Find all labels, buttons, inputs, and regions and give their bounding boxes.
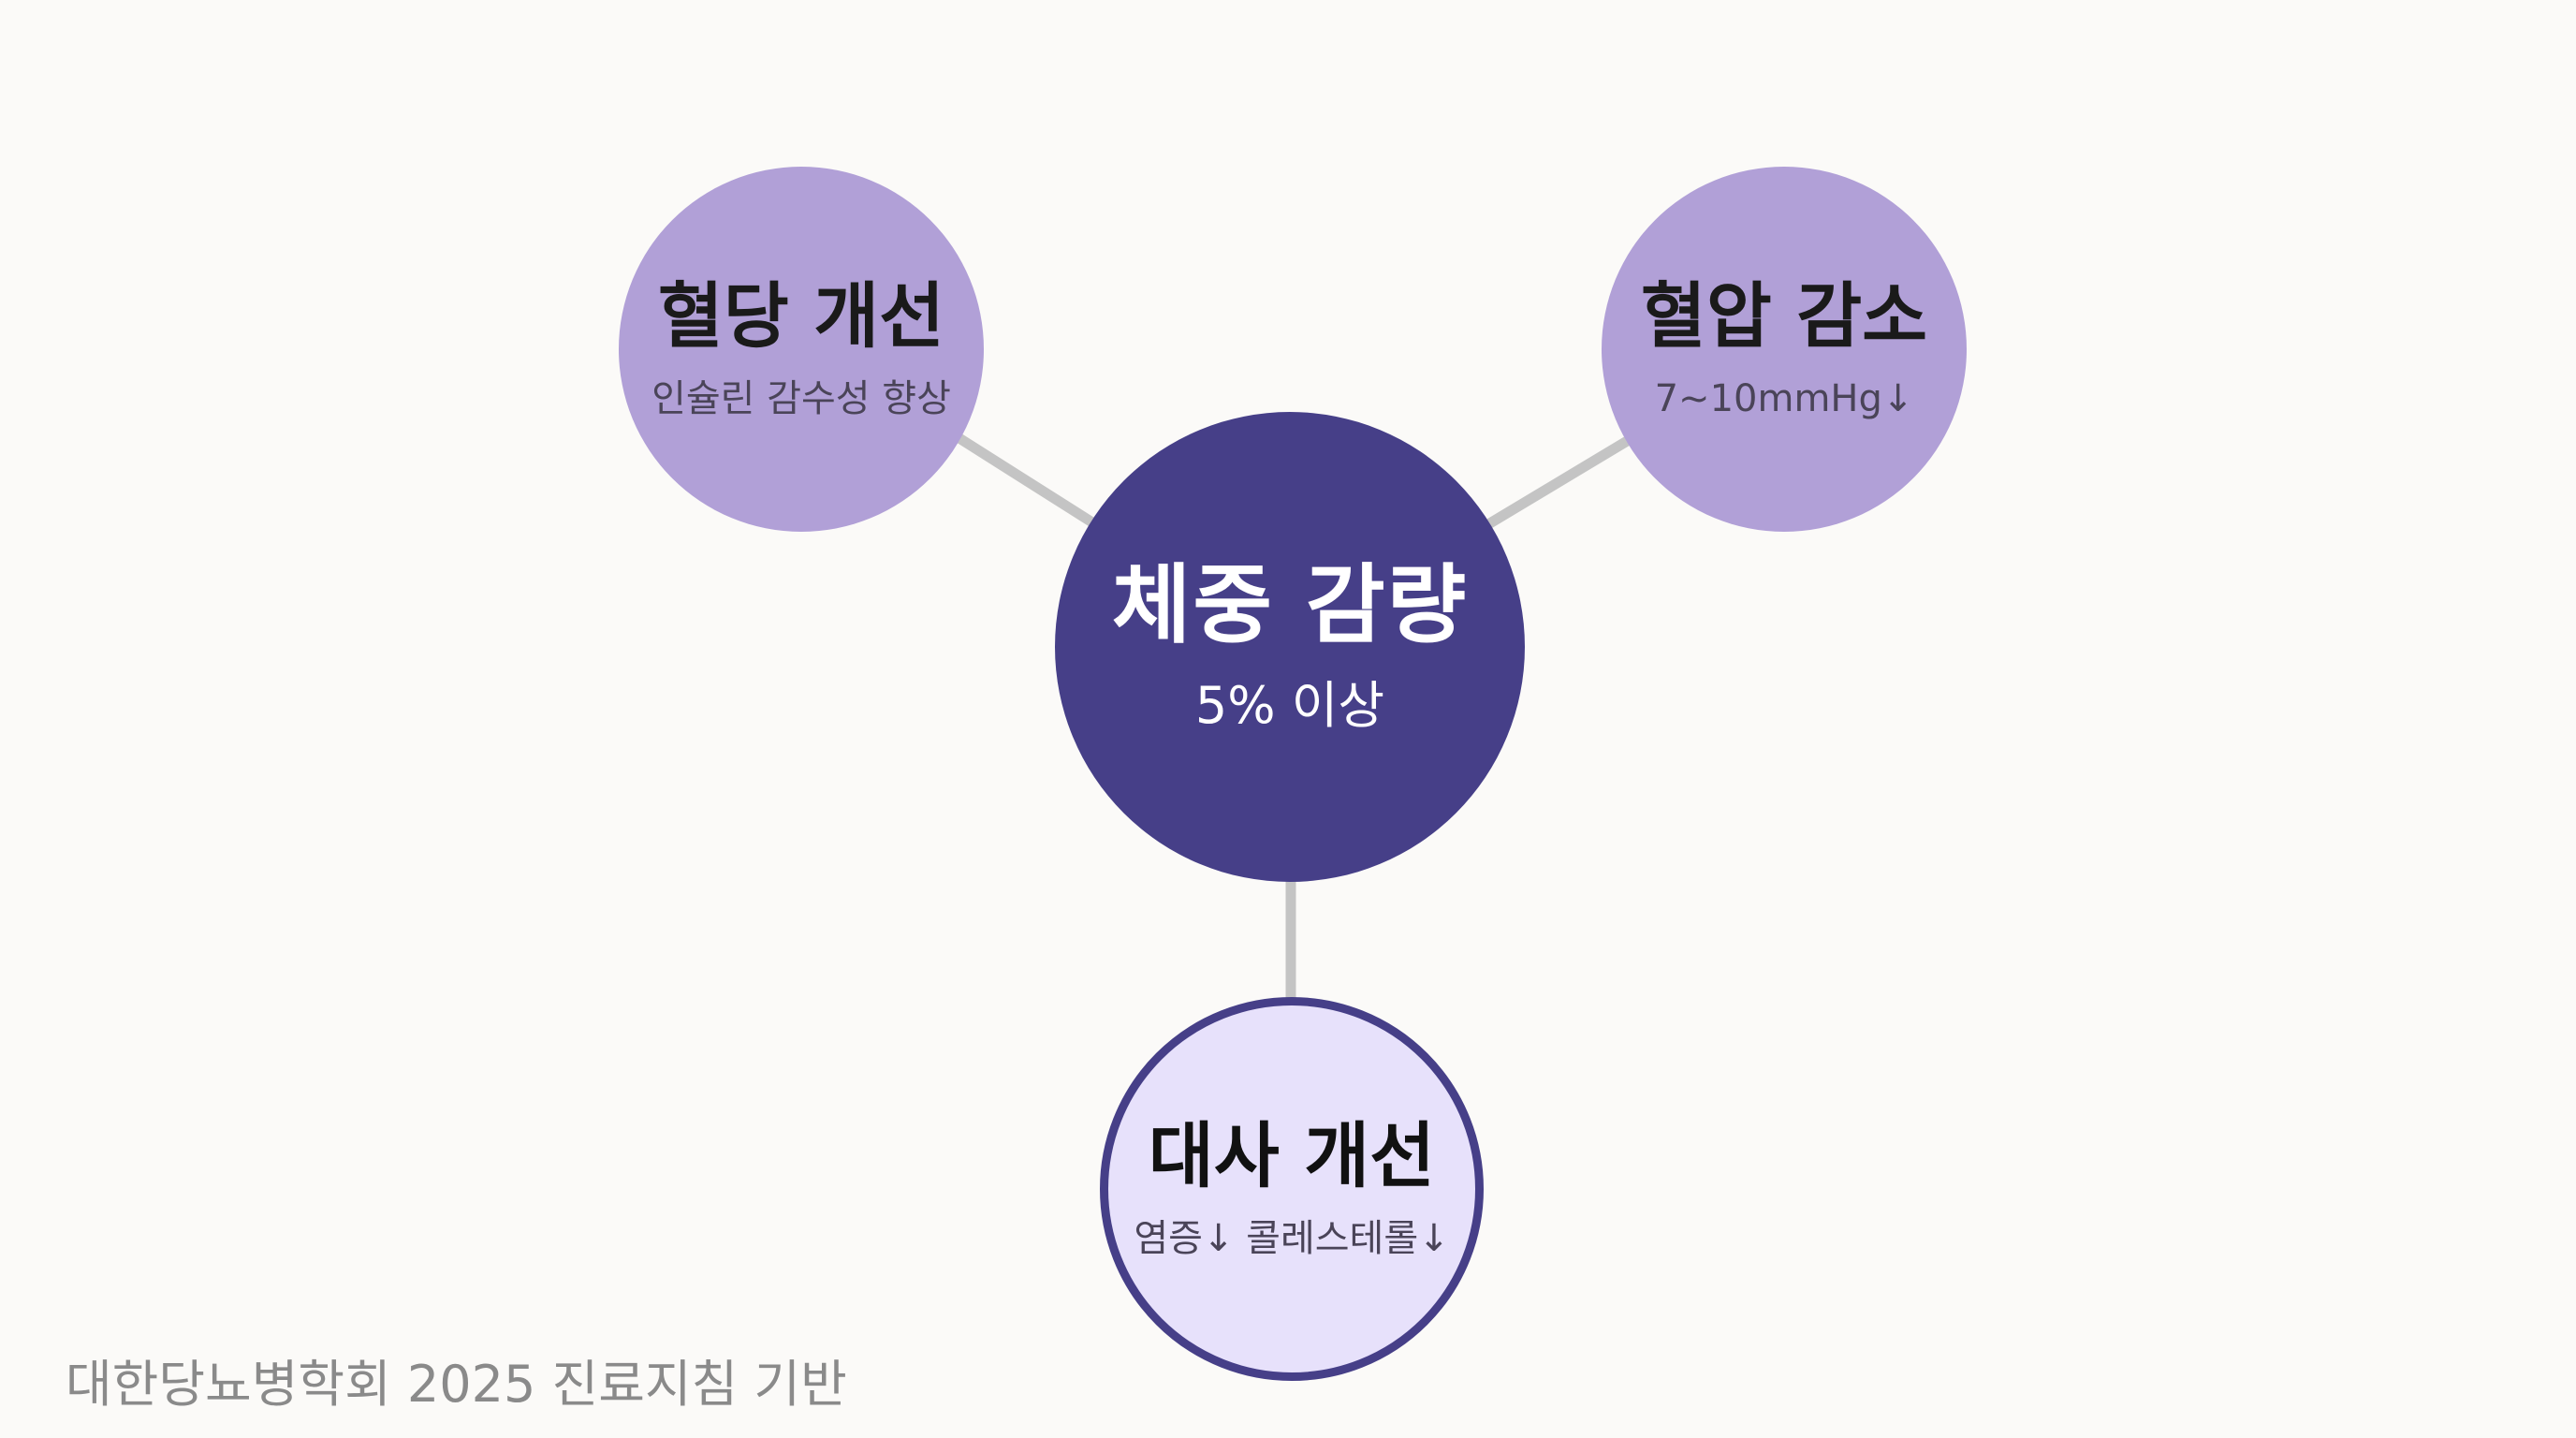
weight-loss-subtitle: 5% 이상 [1194,676,1385,735]
source-note: 대한당뇨병학회 2025 진료지침 기반 [66,1355,847,1414]
blood-pressure-node: 혈압 감소 7~10mmHg↓ [1602,167,1967,532]
metabolism-node: 대사 개선 염증↓ 콜레스테롤↓ [1100,997,1484,1381]
metabolism-subtitle: 염증↓ 콜레스테롤↓ [1134,1217,1450,1260]
glucose-title: 혈당 개선 [657,274,945,358]
weight-loss-node: 체중 감량 5% 이상 [1055,412,1525,882]
metabolism-title: 대사 개선 [1148,1114,1436,1197]
glucose-subtitle: 인슐린 감수성 향상 [651,377,951,420]
connector-bp [1483,434,1634,530]
connector-glucose [949,430,1101,530]
blood-pressure-title: 혈압 감소 [1640,274,1928,358]
weight-loss-title: 체중 감량 [1111,555,1469,655]
glucose-improvement-node: 혈당 개선 인슐린 감수성 향상 [619,167,984,532]
blood-pressure-subtitle: 7~10mmHg↓ [1654,377,1914,420]
